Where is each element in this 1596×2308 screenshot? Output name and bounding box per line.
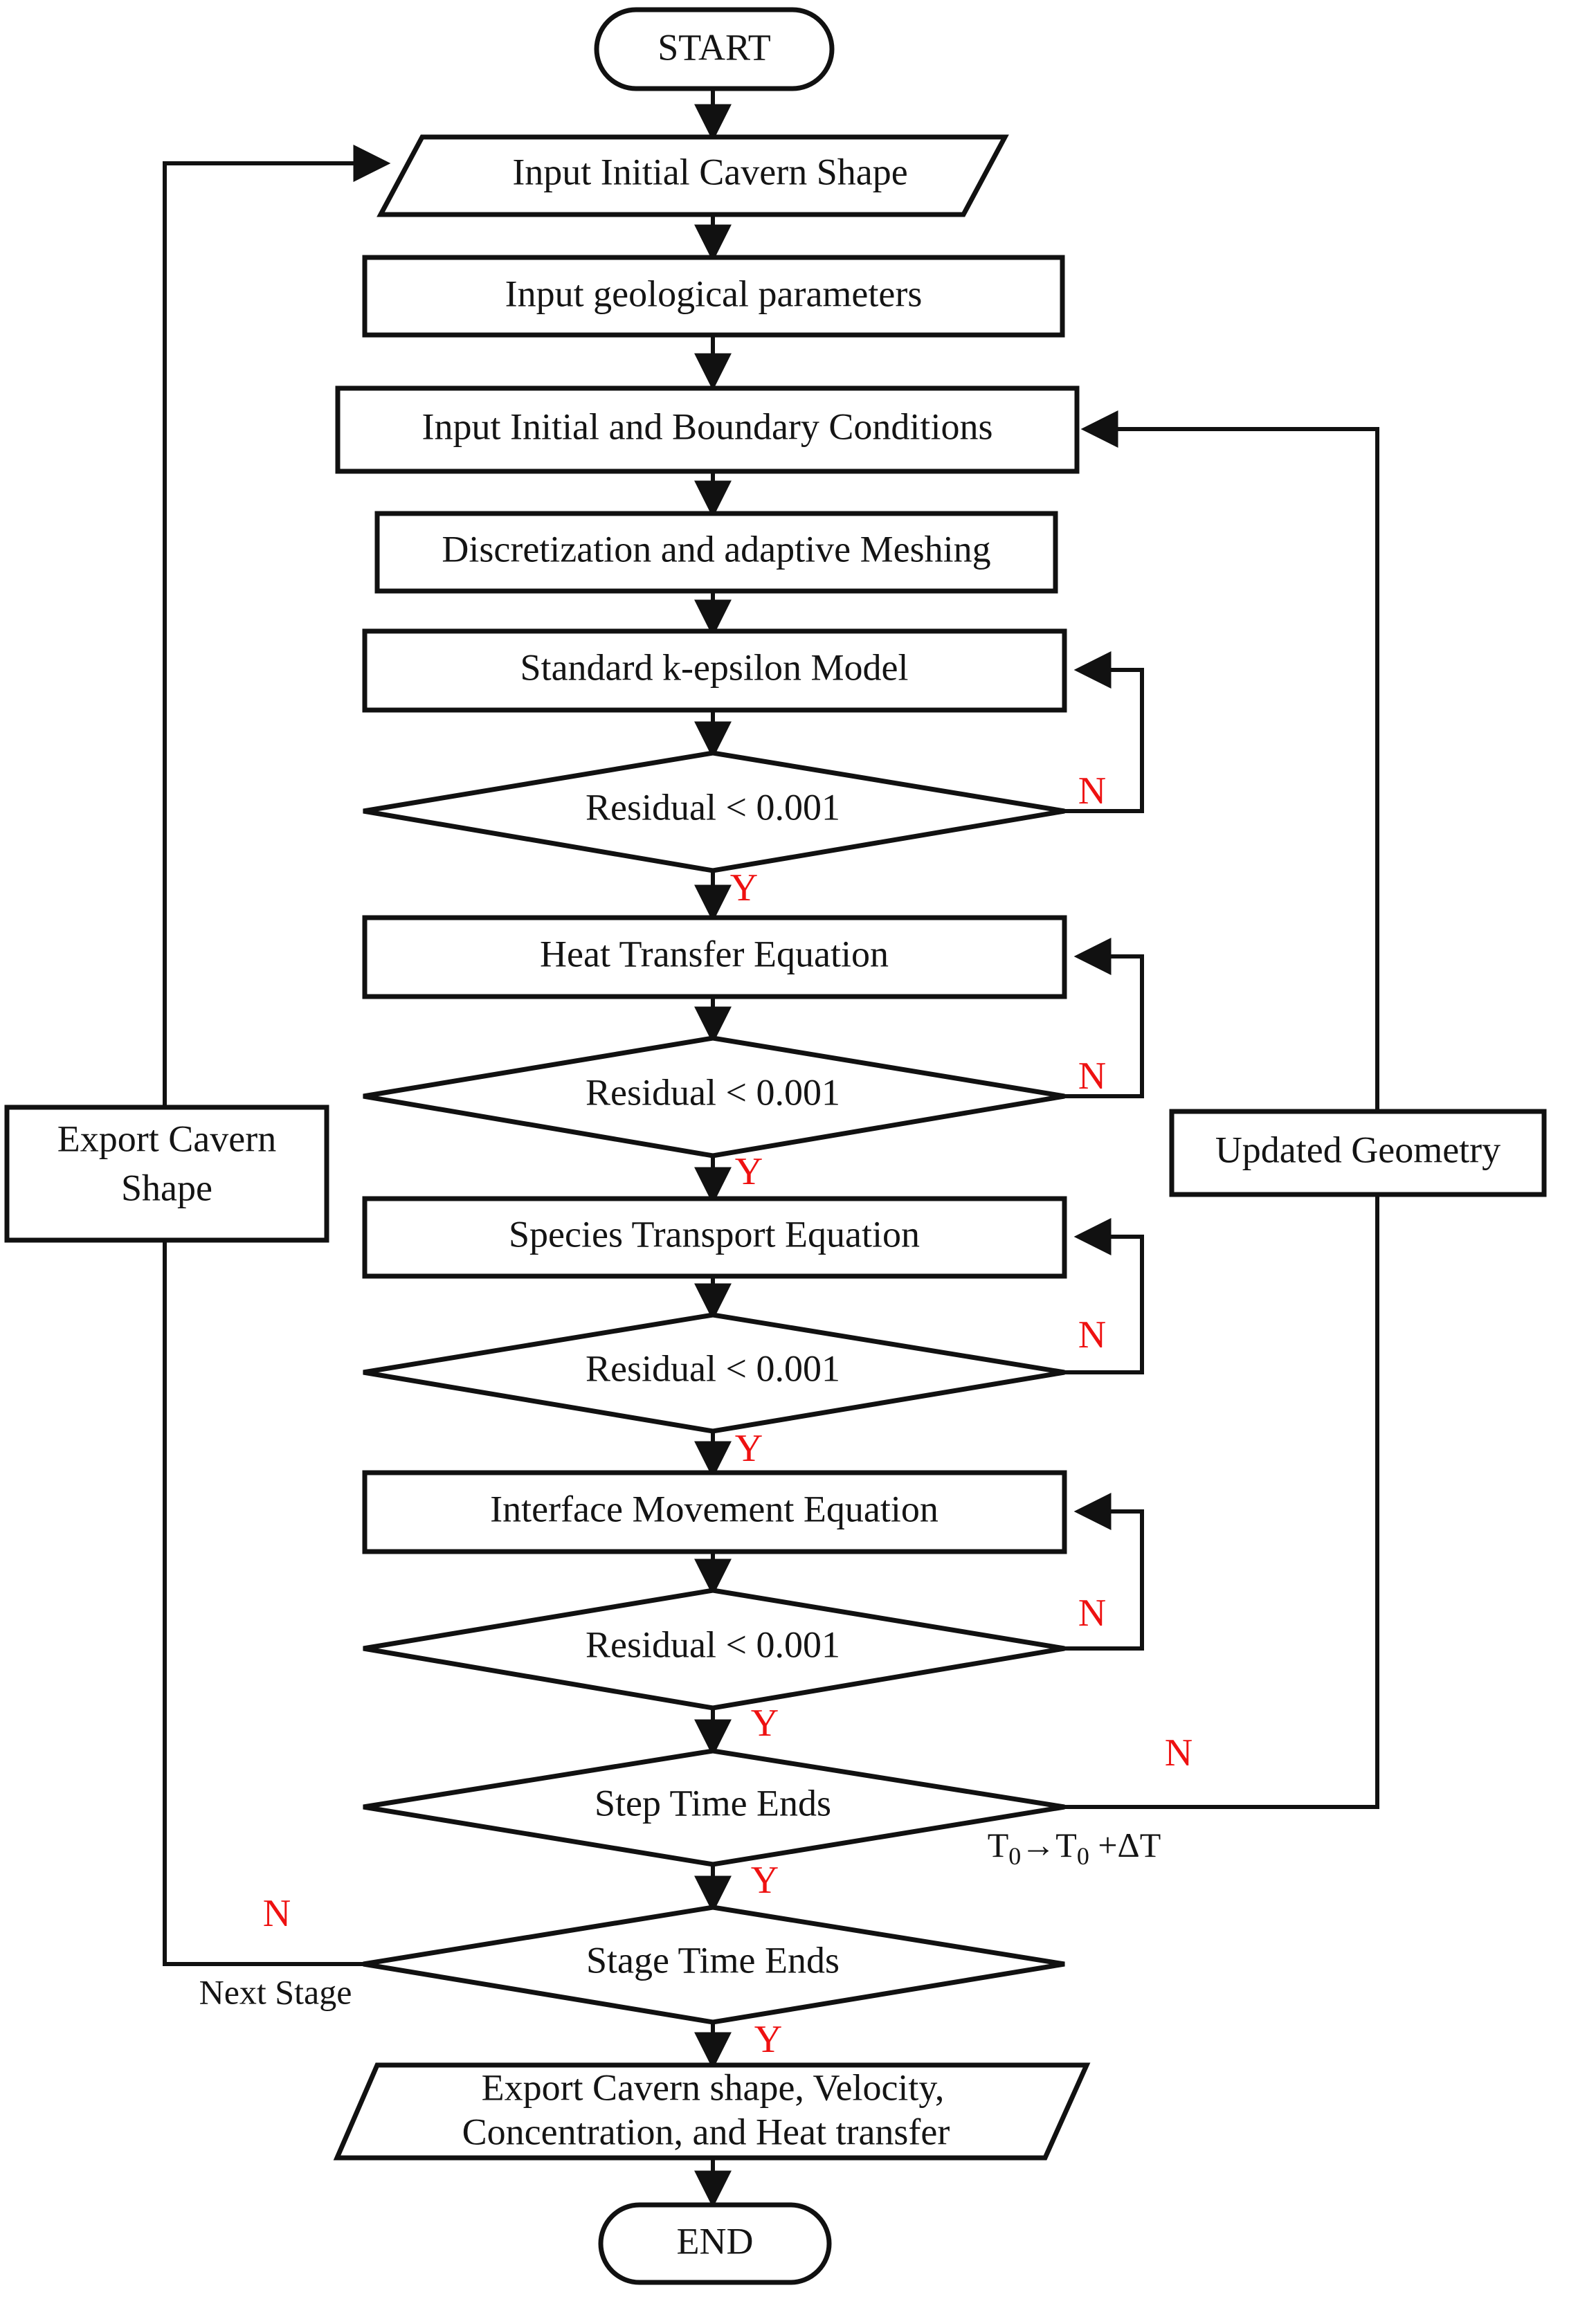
- edge-res4-no-loop: [1064, 1493, 1144, 1651]
- node-species-transport-equation[interactable]: Species Transport Equation: [362, 1196, 1067, 1279]
- node-export-cavern-shape[interactable]: Export Cavern Shape: [4, 1105, 329, 1243]
- node-interface-movement-equation[interactable]: Interface Movement Equation: [362, 1470, 1067, 1554]
- edge-label-time-increment: T0→T0 +ΔT: [988, 1826, 1161, 1870]
- node-heat-transfer-equation[interactable]: Heat Transfer Equation: [362, 915, 1067, 999]
- edge-res3-no-loop: [1064, 1218, 1144, 1374]
- node-residual-decision-3[interactable]: Residual < 0.001: [363, 1312, 1065, 1434]
- node-residual-decision-1-label: Residual < 0.001: [586, 786, 840, 828]
- edge-label-yes-1: Y: [730, 866, 758, 909]
- edge-label-yes-4: Y: [751, 1702, 779, 1745]
- node-heat-transfer-equation-label: Heat Transfer Equation: [540, 933, 889, 974]
- edge-label-no-2: N: [1078, 1055, 1106, 1098]
- node-residual-decision-4-label: Residual < 0.001: [586, 1624, 840, 1665]
- edge-label-no-4: N: [1078, 1592, 1106, 1635]
- time-increment-T0: T: [988, 1826, 1009, 1864]
- time-increment-tail: +ΔT: [1089, 1826, 1161, 1864]
- node-end-label: END: [677, 2220, 754, 2262]
- node-standard-k-epsilon-model[interactable]: Standard k-epsilon Model: [362, 628, 1067, 713]
- svg-text:T0→T0 +ΔT: T0→T0 +ΔT: [988, 1826, 1161, 1870]
- node-step-time-ends-label: Step Time Ends: [595, 1782, 831, 1824]
- connectors: [163, 89, 1379, 2208]
- edge-label-no-step-time: N: [1165, 1732, 1193, 1774]
- node-input-boundary-conditions[interactable]: Input Initial and Boundary Conditions: [335, 385, 1080, 474]
- node-export-cavern-shape-line2: Shape: [121, 1167, 212, 1208]
- edge-label-no-1: N: [1078, 770, 1106, 812]
- node-input-boundary-conditions-label: Input Initial and Boundary Conditions: [422, 406, 993, 447]
- edge-label-yes-2: Y: [735, 1150, 763, 1193]
- edge-label-next-stage: Next Stage: [199, 1972, 352, 2011]
- node-interface-movement-equation-label: Interface Movement Equation: [490, 1488, 938, 1529]
- node-end[interactable]: END: [598, 2202, 832, 2285]
- edge-label-yes-3: Y: [735, 1427, 763, 1470]
- node-updated-geometry[interactable]: Updated Geometry: [1169, 1109, 1547, 1197]
- node-updated-geometry-label: Updated Geometry: [1215, 1129, 1500, 1170]
- node-export-results[interactable]: Export Cavern shape, Velocity, Concentra…: [333, 2062, 1091, 2161]
- node-input-cavern-shape[interactable]: Input Initial Cavern Shape: [377, 134, 1009, 217]
- node-residual-decision-2-label: Residual < 0.001: [586, 1071, 840, 1113]
- edge-labels: N Y N Y N Y N Y N Y N Y Next Stage T0→T0…: [199, 770, 1193, 2061]
- edge-label-yes-stage-time: Y: [754, 2018, 782, 2061]
- node-start[interactable]: START: [594, 7, 835, 91]
- time-increment-sub-0a: 0: [1008, 1842, 1021, 1870]
- node-step-time-ends[interactable]: Step Time Ends: [363, 1748, 1065, 1867]
- node-input-geological-parameters[interactable]: Input geological parameters: [362, 255, 1065, 338]
- edge-export-cavern-to-input-cavern: [163, 145, 391, 1107]
- node-input-geological-parameters-label: Input geological parameters: [505, 273, 923, 314]
- node-residual-decision-2[interactable]: Residual < 0.001: [363, 1035, 1065, 1158]
- node-start-label: START: [658, 26, 770, 68]
- node-export-results-line2: Concentration, and Heat transfer: [462, 2111, 950, 2152]
- node-discretization-meshing[interactable]: Discretization and adaptive Meshing: [374, 511, 1058, 594]
- node-residual-decision-3-label: Residual < 0.001: [586, 1347, 840, 1389]
- node-export-results-line1: Export Cavern shape, Velocity,: [482, 2066, 945, 2108]
- edge-res2-no-loop: [1064, 938, 1144, 1098]
- edge-updated-geometry-to-bc: [1080, 410, 1379, 1111]
- time-increment-sub-0b: 0: [1077, 1842, 1089, 1870]
- node-export-cavern-shape-line1: Export Cavern: [57, 1118, 276, 1159]
- node-stage-time-ends-label: Stage Time Ends: [586, 1939, 840, 1981]
- node-residual-decision-1[interactable]: Residual < 0.001: [363, 750, 1065, 873]
- edge-label-yes-step-time: Y: [751, 1859, 779, 1902]
- edge-step-no-to-updated-geometry: [1064, 1194, 1379, 1809]
- node-species-transport-equation-label: Species Transport Equation: [509, 1213, 920, 1255]
- edge-label-no-stage-time: N: [263, 1892, 291, 1935]
- edge-res1-no-loop: [1064, 651, 1144, 813]
- node-input-cavern-shape-label: Input Initial Cavern Shape: [512, 151, 907, 192]
- edge-stage-no-to-export-cavern: [163, 1240, 363, 1966]
- edge-label-no-3: N: [1078, 1314, 1106, 1356]
- time-increment-arrow: →T: [1021, 1826, 1077, 1864]
- node-stage-time-ends[interactable]: Stage Time Ends: [363, 1905, 1065, 2025]
- node-standard-k-epsilon-model-label: Standard k-epsilon Model: [520, 646, 909, 688]
- node-residual-decision-4[interactable]: Residual < 0.001: [363, 1588, 1065, 1711]
- node-discretization-meshing-label: Discretization and adaptive Meshing: [442, 528, 990, 570]
